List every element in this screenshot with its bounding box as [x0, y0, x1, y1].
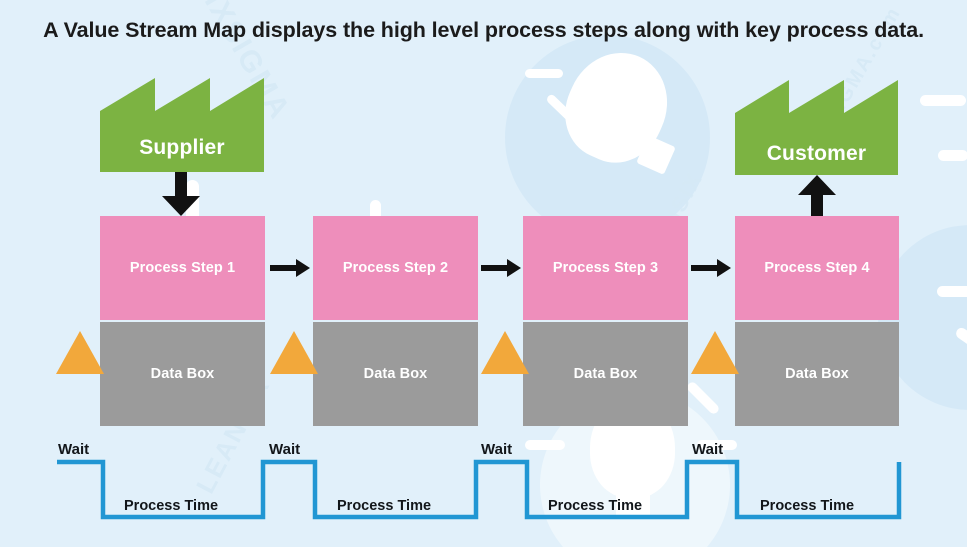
ray-decoration: [937, 286, 967, 297]
lightbulb-ray-icon: [525, 440, 565, 450]
data-box-2[interactable]: Data Box: [313, 322, 478, 426]
timeline-wait-label: Wait: [481, 441, 513, 458]
lightbulb-ray-icon: [525, 69, 563, 78]
lightbulb-ray-icon: [685, 380, 721, 416]
process-box-1[interactable]: Process Step 1: [100, 216, 265, 320]
ray-decoration: [954, 325, 967, 362]
timeline-wait-label: Wait: [269, 441, 301, 458]
timeline-process-label: Process Time: [760, 498, 855, 514]
data-box-label: Data Box: [150, 366, 215, 382]
process-column-1: Process Step 1 Data Box: [100, 216, 265, 426]
inventory-triangle-icon[interactable]: [691, 331, 739, 374]
process-box-label: Process Step 4: [764, 260, 870, 276]
data-box-4[interactable]: Data Box: [735, 322, 899, 426]
inventory-triangle-icon[interactable]: [270, 331, 318, 374]
page-title: A Value Stream Map displays the high lev…: [43, 18, 924, 42]
data-box-label: Data Box: [363, 366, 428, 382]
arrow-up-icon: [798, 175, 836, 219]
process-column-3: Process Step 3 Data Box: [523, 216, 688, 426]
timeline-waveform: [57, 459, 902, 520]
process-box-3[interactable]: Process Step 3: [523, 216, 688, 320]
supplier-node[interactable]: Supplier: [100, 78, 264, 172]
customer-label: Customer: [766, 142, 867, 165]
bar-decoration: [938, 150, 967, 161]
timeline-process-label: Process Time: [337, 498, 432, 514]
data-box-1[interactable]: Data Box: [100, 322, 265, 426]
process-box-4[interactable]: Process Step 4: [735, 216, 899, 320]
background-circle-decoration: [505, 35, 710, 240]
inventory-triangle-icon[interactable]: [56, 331, 104, 374]
data-box-label: Data Box: [573, 366, 638, 382]
process-box-label: Process Step 1: [129, 260, 236, 276]
factory-icon: [735, 80, 898, 175]
arrow-down-icon: [162, 172, 200, 216]
process-column-4: Process Step 4 Data Box: [735, 216, 899, 426]
lightbulb-ray-icon: [545, 93, 579, 126]
timeline-wait-label: Wait: [58, 441, 90, 458]
lightbulb-icon: [549, 36, 685, 178]
factory-icon: [100, 78, 264, 172]
process-box-label: Process Step 3: [552, 260, 659, 276]
arrow-right-icon: [270, 259, 310, 277]
process-box-2[interactable]: Process Step 2: [313, 216, 478, 320]
arrow-right-icon: [481, 259, 521, 277]
arrow-right-icon: [691, 259, 731, 277]
supplier-label: Supplier: [139, 136, 225, 159]
bar-decoration: [920, 95, 966, 106]
inventory-triangle-icon[interactable]: [481, 331, 529, 374]
timeline-process-label: Process Time: [124, 498, 219, 514]
timeline-ladder: Wait Wait Wait Wait Process Time Process…: [0, 441, 967, 547]
process-box-label: Process Step 2: [342, 260, 449, 276]
data-box-label: Data Box: [785, 366, 849, 382]
process-column-2: Process Step 2 Data Box: [313, 216, 478, 426]
data-box-3[interactable]: Data Box: [523, 322, 688, 426]
customer-node[interactable]: Customer: [735, 80, 898, 175]
timeline-process-label: Process Time: [548, 498, 643, 514]
timeline-wait-label: Wait: [692, 441, 724, 458]
lightbulb-base-icon: [636, 135, 676, 175]
